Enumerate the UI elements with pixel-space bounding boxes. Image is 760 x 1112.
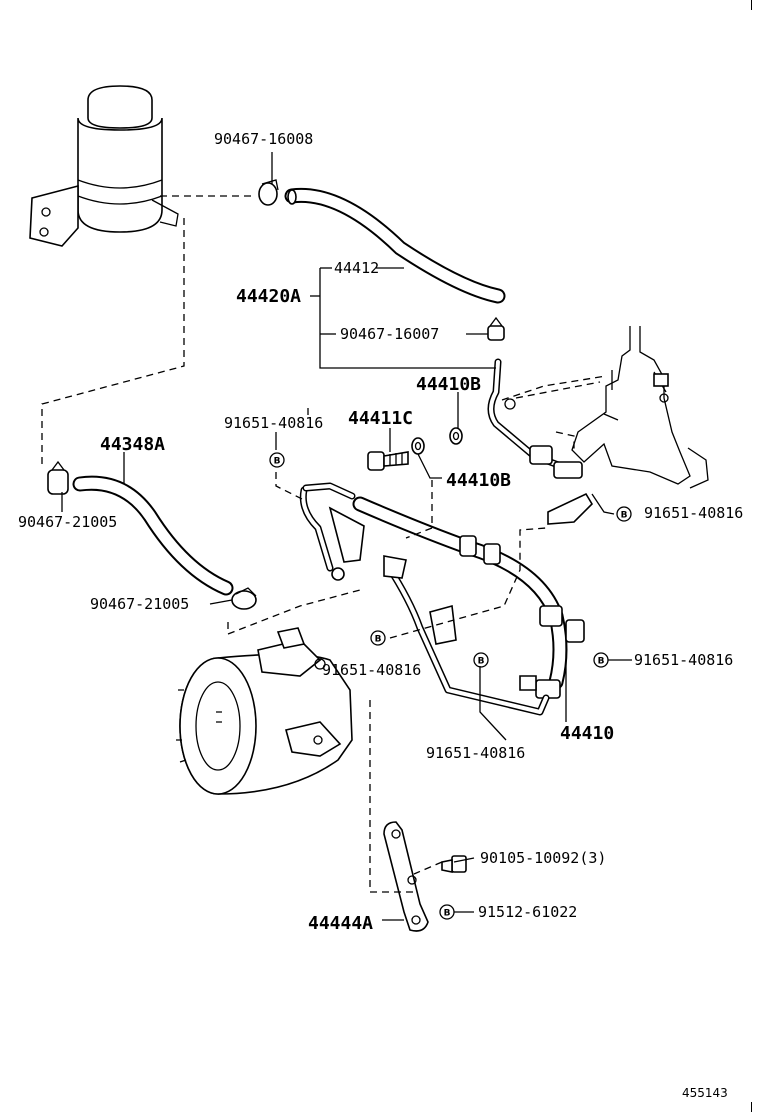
svg-text:B: B [621, 511, 628, 521]
label-bolt-left: 91651-40816 [224, 414, 323, 432]
pressure-tube-upper [487, 358, 594, 525]
label-clamp-left: 90467-21005 [18, 513, 117, 531]
pressure-hose-assembly [299, 482, 585, 716]
leader-lines [61, 152, 632, 921]
dashed-leaders [41, 195, 607, 893]
bolt-marker-right-upper: B [616, 506, 632, 522]
bolt-marker-right-mid: B [593, 652, 609, 668]
bolt-marker-bracket: B [439, 904, 455, 920]
hose-top [284, 187, 506, 304]
pump-bracket [383, 821, 429, 932]
label-pump-bracket: 44444A [308, 913, 373, 934]
label-assy-reservoir: 44420A [236, 286, 301, 307]
clamp-mid [487, 316, 505, 341]
svg-text:B: B [274, 457, 281, 467]
label-bolt-right-mid: 91651-40816 [634, 651, 733, 669]
label-bracket-bolt: 90105-10092(3) [480, 849, 606, 867]
label-union-bolt: 44411C [348, 408, 413, 429]
vane-pump [176, 627, 353, 795]
bolt-marker-center: B [370, 630, 386, 646]
label-bolt-bottom: 91651-40816 [426, 744, 525, 762]
svg-text:B: B [444, 909, 451, 919]
bolt-marker-bottom: B [473, 652, 489, 668]
label-hose-return: 44348A [100, 434, 165, 455]
label-clamp-mid: 90467-16007 [340, 325, 439, 343]
reservoir-tank [29, 85, 179, 247]
frame-tick-top [751, 0, 752, 10]
bolt-marker-left: B [269, 452, 285, 468]
svg-text:B: B [598, 657, 605, 667]
gasket-lower [411, 437, 425, 455]
bracket-bolt [441, 855, 467, 873]
steering-gear-housing [571, 326, 709, 489]
frame-tick-bottom [751, 1102, 752, 1112]
label-gasket-lower: 44410B [446, 470, 511, 491]
clamp-pump [231, 587, 257, 610]
gasket-upper [449, 427, 463, 445]
label-bolt-center: 91651-40816 [322, 661, 421, 679]
label-bracket-bolt-b: 91512-61022 [478, 903, 577, 921]
svg-text:B: B [375, 635, 382, 645]
union-bolt [367, 451, 409, 471]
label-clamp-pump: 90467-21005 [90, 595, 189, 613]
label-clamp-top: 90467-16008 [214, 130, 313, 148]
hose-return [47, 460, 234, 596]
label-bolt-right-upper: 91651-40816 [644, 504, 743, 522]
figure-id: 455143 [682, 1086, 728, 1100]
label-tube-pressure: 44410 [560, 723, 614, 744]
label-hose-top: 44412 [334, 259, 379, 277]
label-gasket-upper: 44410B [416, 374, 481, 395]
clamp-top [258, 179, 279, 206]
svg-text:B: B [478, 657, 485, 667]
